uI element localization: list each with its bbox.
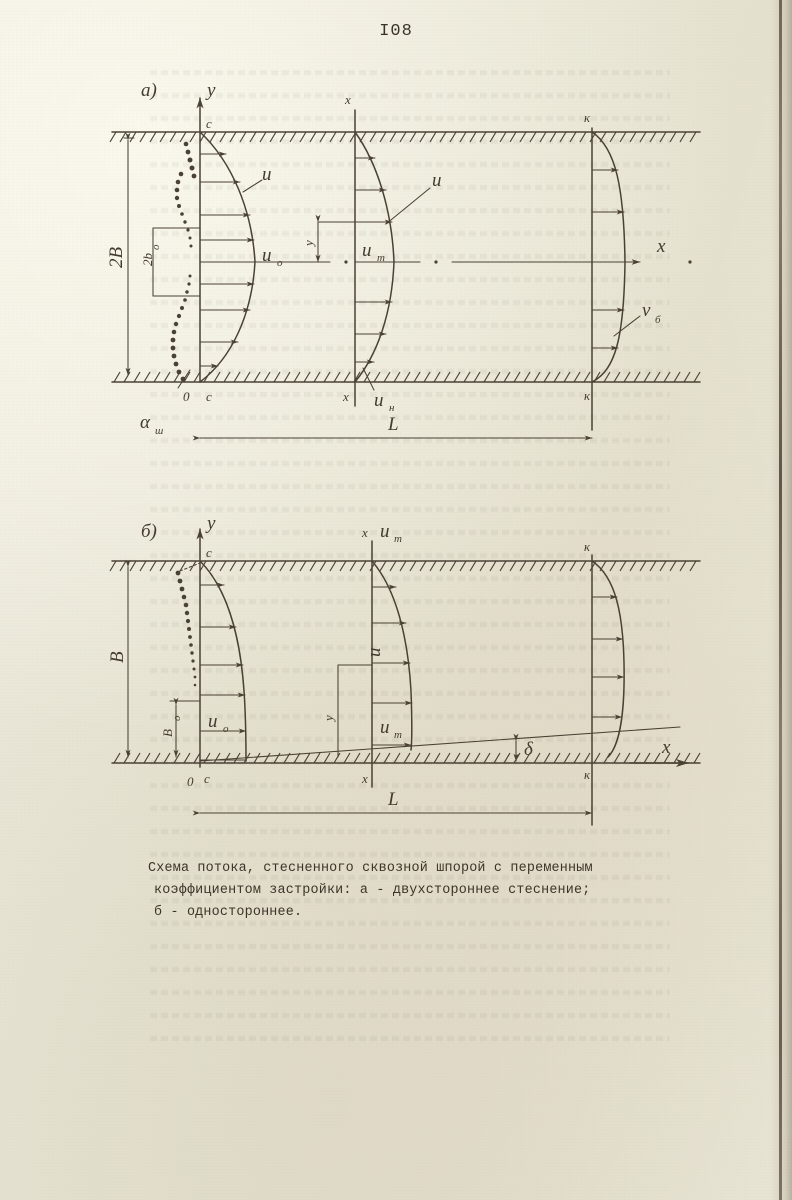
figure-b-velocity-profile-x: u y u m	[321, 560, 413, 758]
figure-a-velocity-profile-label: u	[262, 164, 272, 185]
figure-b-velocity-initial-label: u	[208, 711, 218, 732]
caption-line-1: Схема потока, стесненного сквозной шпоро…	[148, 861, 593, 876]
figure-a-spur-dotted-curve	[170, 141, 197, 382]
figure-a-section-c-bottom-label: c	[206, 389, 212, 404]
figure-b-velocity-max-bottom-label: u	[380, 717, 390, 738]
figure-b-dimension-B: B	[107, 559, 131, 758]
figure-b-section-x: x x u m	[361, 521, 402, 788]
figure-b-section-k-top-label: к	[584, 539, 591, 554]
figure-a-dimension-2b0-sub: o	[150, 244, 162, 250]
figure-a-section-k-top-label: к	[584, 110, 591, 125]
figure-b-section-c-top-label: c	[206, 545, 212, 560]
figure-b-ordinate-y-label: y	[321, 715, 336, 723]
figure-a-dimension-2b0-label: 2b	[140, 253, 155, 267]
figure-a-velocity-max-label: u	[362, 240, 372, 261]
figure-caption: Схема потока, стесненного сквозной шпоро…	[148, 858, 708, 924]
figure-a-dimension-L-label: L	[387, 414, 399, 435]
figure-b-velocity-initial-sub: o	[223, 723, 229, 735]
figure-a-section-x-top-label: x	[344, 92, 351, 107]
figure-b-dimension-L-label: L	[387, 789, 399, 810]
figure-a-velocity-min-sub: н	[389, 402, 395, 414]
figure-a-section-c-top-label: c	[206, 116, 212, 131]
figure-b-axis-y-label: y	[205, 513, 216, 534]
figure-a-velocity-initial-sub: o	[277, 257, 283, 269]
figure-a-dimension-2b0: 2b o	[140, 227, 201, 297]
figure-b-bottom-wall: x	[111, 737, 701, 768]
figure-b-axis-x-label: x	[661, 737, 671, 758]
figure-a-panel-label: а)	[141, 80, 157, 101]
figure-b-velocity-profile-k	[591, 560, 625, 758]
figure-a-velocity-profile-x: u y u m u н	[301, 131, 442, 414]
figure-a-top-wall	[109, 131, 701, 143]
figure-a-velocity-max-sub: m	[377, 252, 385, 264]
figure-b-velocity-profile-label: u	[364, 648, 385, 658]
figure-a-section-c: c c 0	[177, 116, 212, 404]
figure-a-ordinate-y-label: y	[301, 240, 316, 248]
figure-a-spur-angle: α ш	[140, 412, 163, 437]
figure-b-top-wall	[109, 560, 701, 572]
figure-a-axis-x-label: x	[656, 236, 666, 257]
figure-b-dimension-L: L	[192, 789, 593, 816]
figure-b-origin-label: 0	[187, 774, 194, 789]
figure-a-section-k-bottom-label: к	[584, 388, 591, 403]
page-edge-line	[779, 0, 782, 1200]
figure-a-velocity-x-label: u	[432, 170, 442, 191]
figure-b-schematic: б)	[107, 513, 701, 826]
figure-b-velocity-max-top-sub: m	[394, 533, 402, 545]
figure-b-velocity-max-top-label: u	[380, 521, 390, 542]
page-number: I08	[379, 22, 413, 41]
caption-line-2: коэффициентом застройки: а - двухсторонн…	[154, 883, 591, 898]
figure-b-dimension-B0-label: B	[160, 729, 175, 737]
figure-b-section-k-bottom-label: к	[584, 767, 591, 782]
figure-b-dimension-B0-sub: o	[171, 715, 183, 721]
figure-a-velocity-profile-c: u u o	[199, 131, 283, 383]
figure-a-schematic: а)	[106, 80, 701, 441]
figure-b-section-c-bottom-label: c	[204, 771, 210, 786]
figure-b-dimension-B0: B o	[160, 697, 201, 758]
figure-a-velocity-profile-k: v б	[591, 131, 661, 383]
figure-a-section-x-bottom-label: x	[342, 389, 349, 404]
figure-b-spur-dotted-curve	[175, 562, 201, 687]
figure-b-dimension-B-label: B	[107, 651, 128, 663]
figure-a-section-x: x x	[342, 92, 356, 407]
figure-b-velocity-profile-c: u o	[199, 560, 247, 762]
figure-a-axis-y-label: y	[205, 80, 216, 101]
figure-a-spur-angle-label: α	[140, 412, 151, 433]
figure-b-boundary-layer-line: δ	[199, 726, 681, 762]
figure-a-section-k: к к	[584, 110, 593, 431]
figure-b-axis-y: y c c 0	[187, 513, 216, 789]
figure-a-dimension-2B: 2B	[106, 132, 135, 376]
figure-b-section-x-top-label: x	[361, 525, 368, 540]
figure-a-velocity-initial-label: u	[262, 245, 272, 266]
figure-b-panel-label: б)	[141, 521, 157, 542]
figure-a-velocity-min-label: u	[374, 390, 384, 411]
figure-b-boundary-layer-label: δ	[524, 739, 534, 760]
figure-a-dimension-L: L	[192, 414, 593, 441]
caption-line-3: б - одностороннее.	[154, 905, 303, 920]
figure-a-dimension-2B-label: 2B	[106, 247, 127, 269]
figure-a-spur-angle-sub: ш	[155, 425, 163, 437]
figure-b-section-k: к к	[584, 539, 593, 826]
figure-a-velocity-uniform-sub: б	[655, 314, 661, 326]
figure-b-section-x-bottom-label: x	[361, 771, 368, 786]
figure-a-origin-label: 0	[183, 389, 190, 404]
figure-a-centre-axis: x	[199, 236, 692, 265]
figure-b-velocity-max-bottom-sub: m	[394, 729, 402, 741]
figure-a-velocity-uniform-label: v	[642, 300, 651, 321]
